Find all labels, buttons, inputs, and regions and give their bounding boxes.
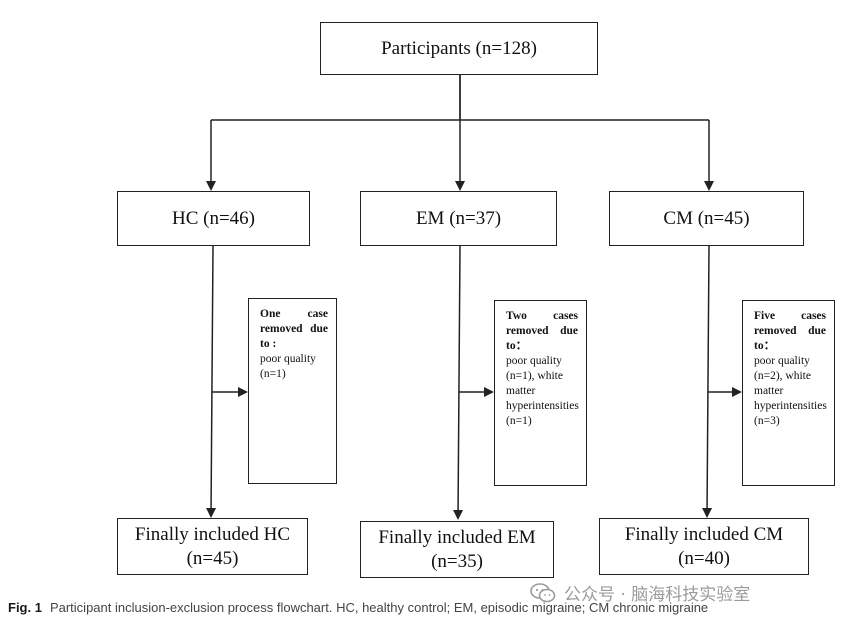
em-final-count: (n=35)	[431, 550, 483, 572]
participants-box: Participants (n=128)	[320, 22, 598, 75]
hc-group-label: HC (n=46)	[171, 207, 255, 229]
em-exclusion-detail: poor quality (n=1), white matter hyperin…	[506, 354, 579, 427]
arrow-em-final	[453, 245, 464, 520]
participants-label: Participants (n=128)	[381, 37, 537, 59]
figure-caption: Fig. 1 Participant inclusion-exclusion pr…	[8, 600, 708, 615]
cm-group-box: CM (n=45)	[609, 191, 804, 246]
wechat-icon	[530, 582, 556, 602]
em-exclusion-box: Two cases removed due to： poor quality (…	[494, 300, 587, 486]
cm-exclusion-detail: poor quality (n=2), white matter hyperin…	[754, 354, 827, 427]
hc-exclusion-box: One case removed due to : poor quality (…	[248, 298, 337, 484]
hc-final-count: (n=45)	[186, 547, 239, 569]
figure-caption-text: Participant inclusion-exclusion process …	[49, 600, 709, 615]
cm-exclusion-box: Five cases removed due to： poor quality …	[742, 300, 835, 486]
arrow-cm-final	[702, 245, 713, 518]
hc-final-label: Finally included HC	[134, 523, 291, 545]
watermark: 公众号 · 脑海科技实验室	[530, 580, 750, 605]
cm-exclusion-header: Five cases removed due to：	[754, 310, 826, 352]
em-final-label: Finally included EM	[378, 526, 536, 548]
hc-group-box: HC (n=46)	[117, 191, 310, 246]
hc-exclusion-detail: poor quality (n=1)	[260, 352, 316, 380]
em-exclusion-header: Two cases removed due to：	[506, 310, 578, 352]
cm-final-box: Finally included CM (n=40)	[599, 518, 809, 575]
em-group-label: EM (n=37)	[415, 207, 502, 229]
arrow-hc-final	[206, 245, 217, 518]
figure-label: Fig. 1	[8, 600, 42, 615]
hc-final-box: Finally included HC (n=45)	[117, 518, 308, 575]
watermark-text: 公众号 · 脑海科技实验室	[564, 585, 751, 605]
cm-final-count: (n=40)	[678, 547, 730, 569]
em-final-box: Finally included EM (n=35)	[360, 521, 554, 578]
em-group-box: EM (n=37)	[360, 191, 557, 246]
cm-group-label: CM (n=45)	[663, 207, 750, 229]
cm-final-label: Finally included CM	[624, 523, 784, 545]
hc-exclusion-header: One case removed due to :	[260, 308, 328, 350]
